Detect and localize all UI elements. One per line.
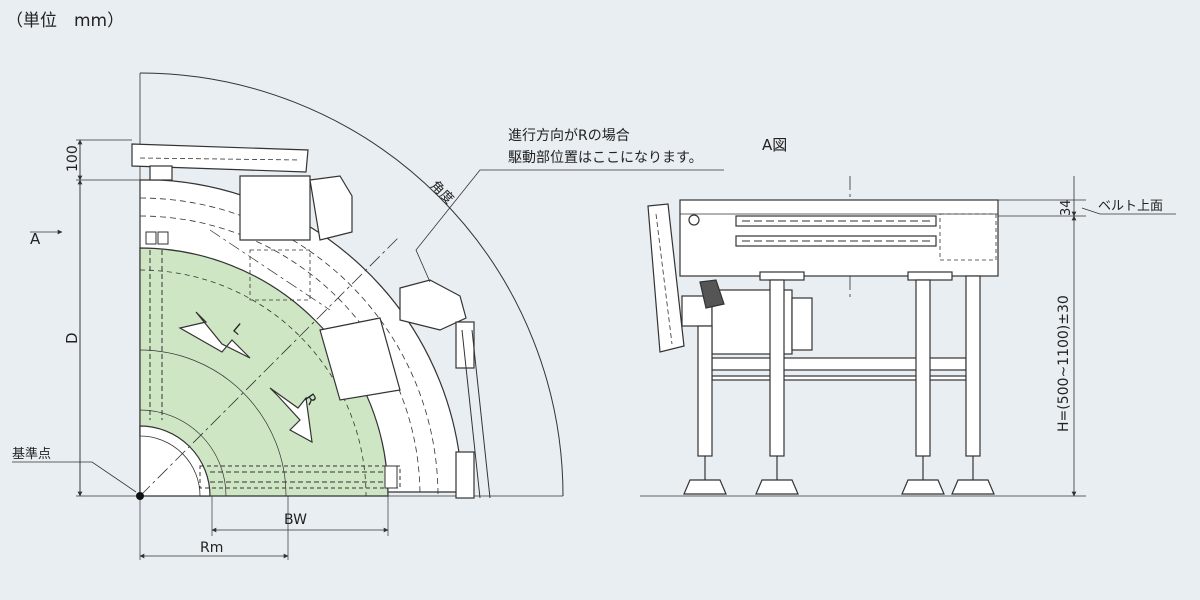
label-bw: BW — [284, 512, 307, 528]
arrow-r — [269, 387, 313, 444]
left-chain — [145, 231, 169, 420]
label-rm: Rm — [200, 540, 223, 556]
label-angle: 角度 — [427, 178, 457, 208]
label-34: 34 — [1059, 199, 1074, 216]
callout-line1: 進行方向がRの場合 — [508, 128, 630, 144]
right-drive-unit — [319, 317, 401, 401]
arrow-l — [178, 311, 251, 359]
label-height: H=(500~1100)±30 — [1056, 295, 1072, 432]
label-belt-top: ベルト上面 — [1098, 199, 1163, 214]
label-a: A — [30, 230, 41, 248]
callout-line2: 駆動部位置はここになります。 — [508, 150, 703, 166]
drive-motor — [239, 175, 311, 241]
top-plate — [131, 143, 309, 173]
label-100: 100 — [65, 145, 81, 172]
side-view-title: A図 — [762, 136, 787, 154]
side-view — [640, 176, 1176, 497]
unit-note: （単位 mm） — [6, 11, 124, 31]
plan-view — [12, 72, 724, 560]
label-origin: 基準点 — [12, 446, 51, 462]
angle-arc — [139, 72, 564, 497]
bottom-chain — [199, 465, 401, 489]
label-d: D — [63, 332, 81, 344]
side-legs — [683, 275, 995, 495]
side-plate — [647, 203, 685, 353]
